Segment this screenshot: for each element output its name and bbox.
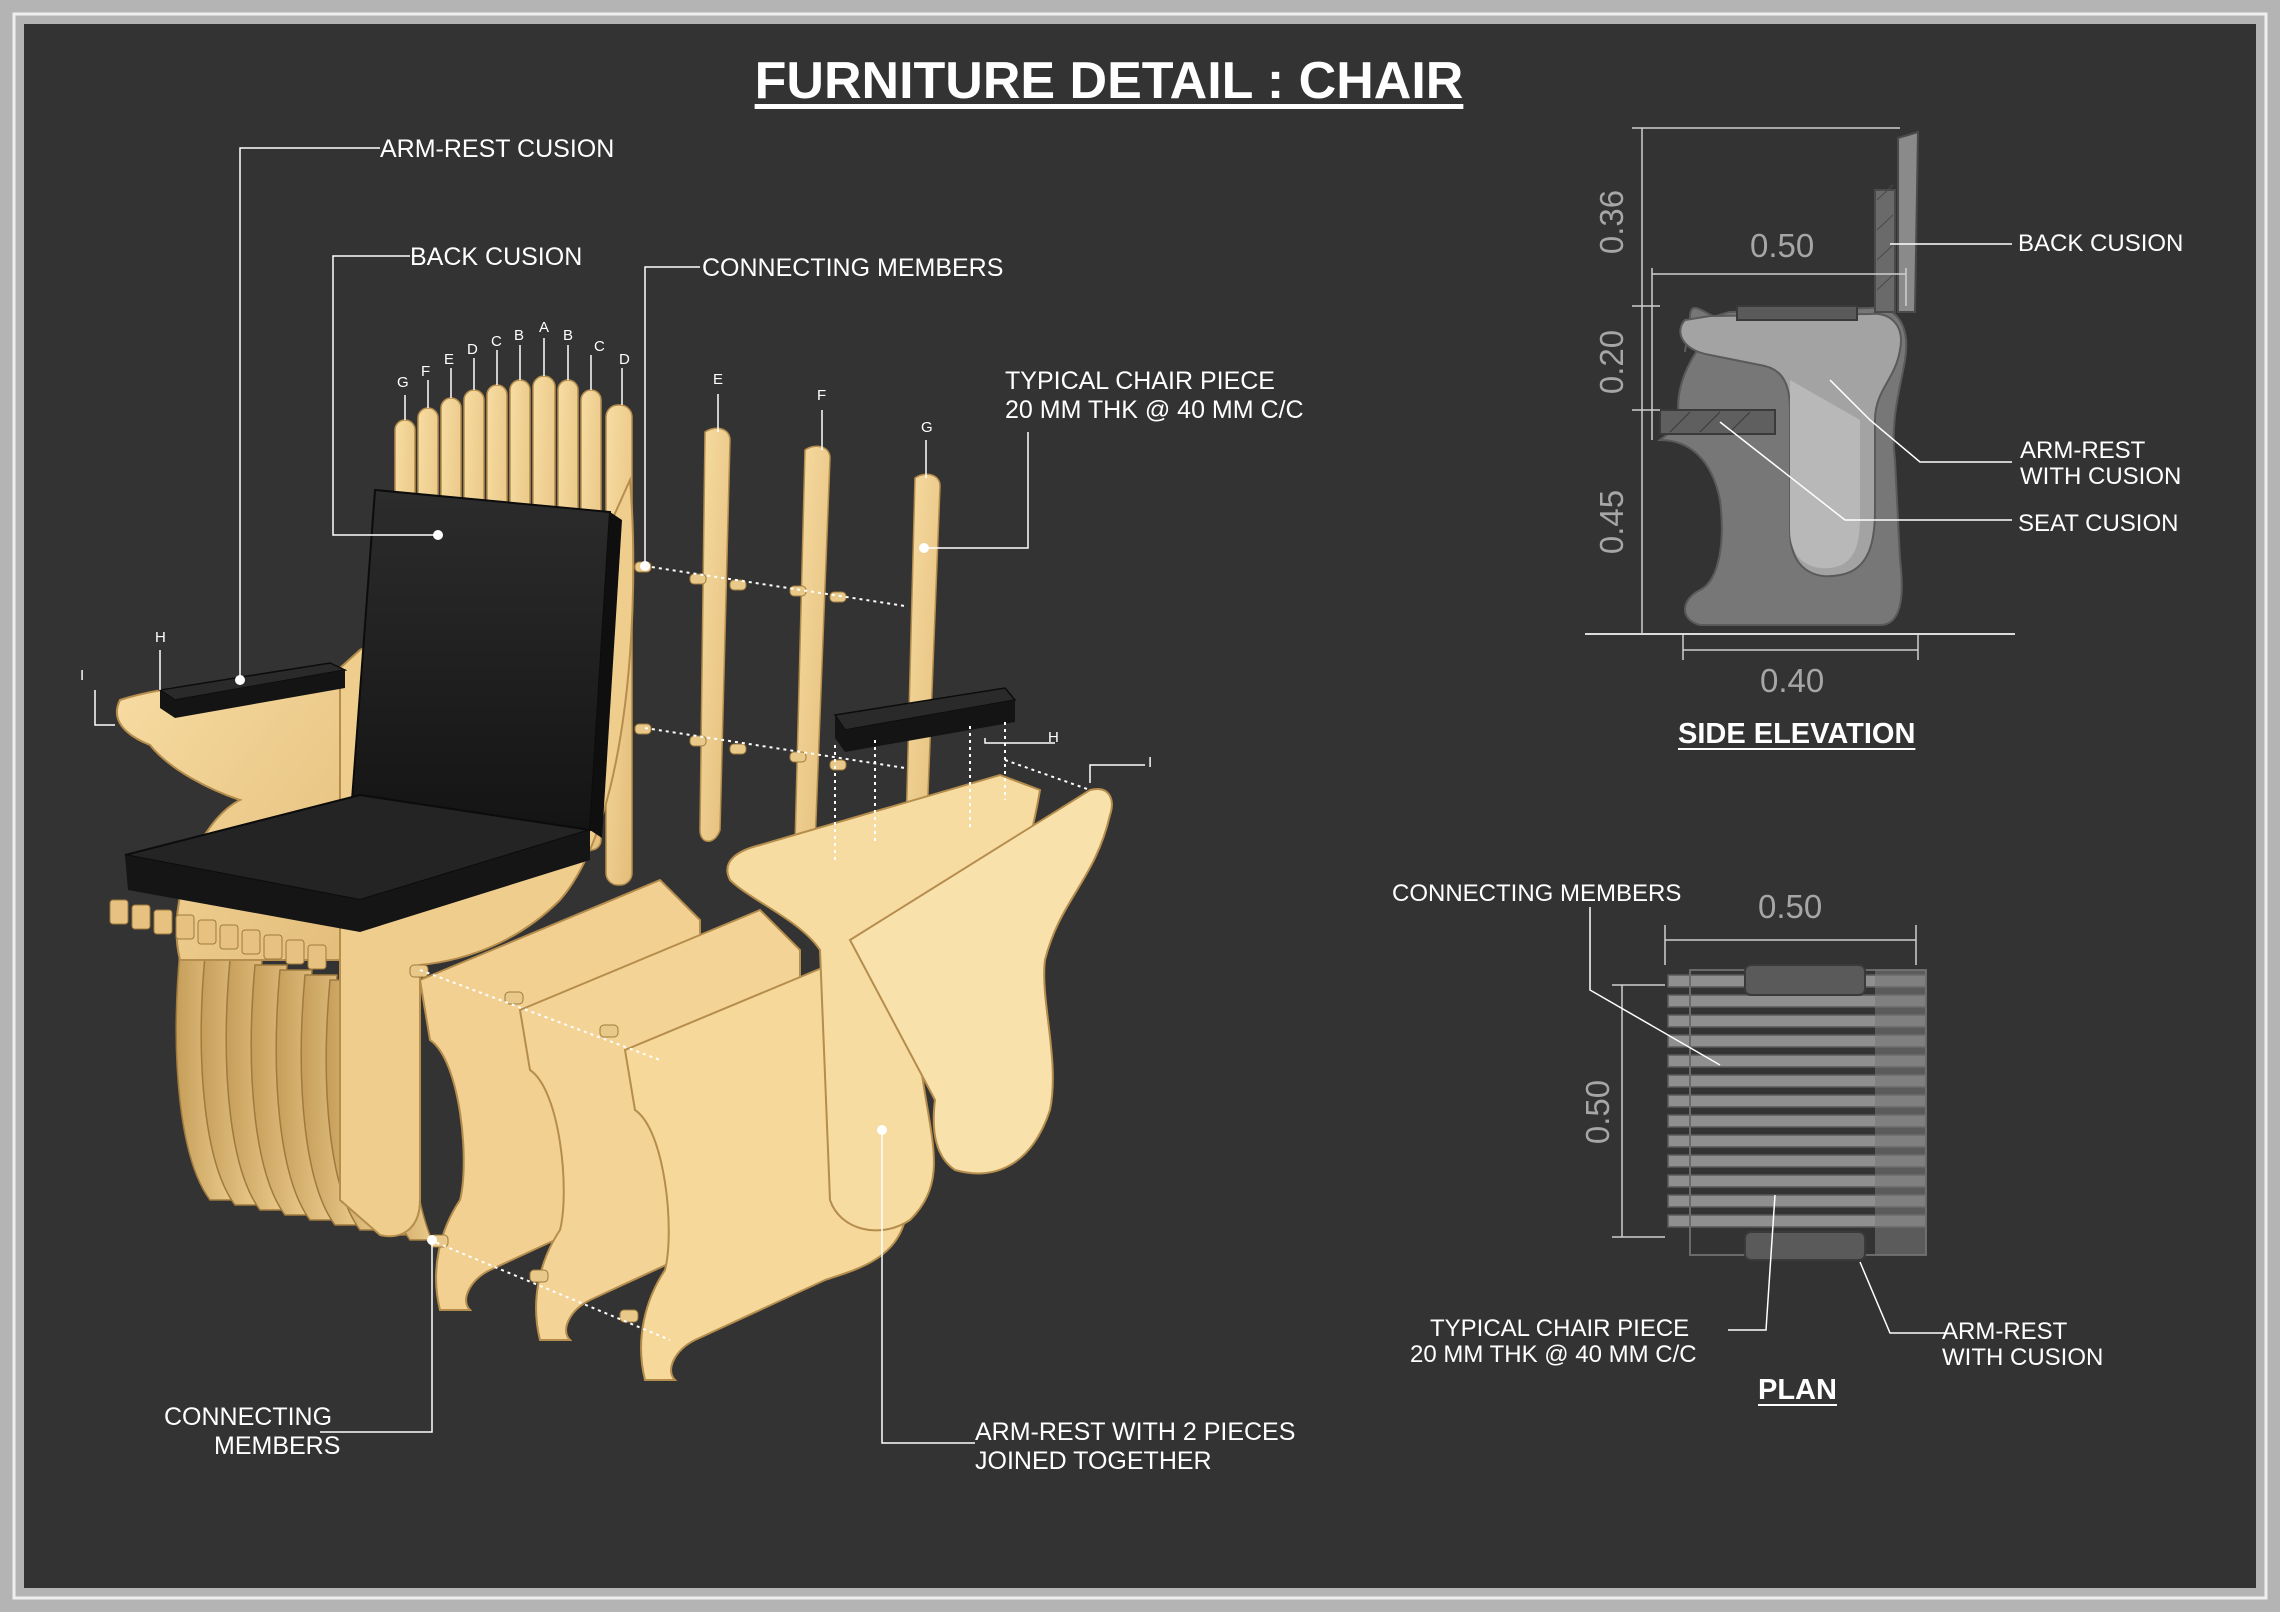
elev-label-seat-cusion: SEAT CUSION — [2018, 510, 2179, 537]
exploded-armrest-pieces — [726, 773, 1113, 1232]
arm-letter: H — [155, 629, 166, 646]
label-arm-rest-cusion: ARM-REST CUSION — [380, 135, 615, 163]
isometric-chair — [94, 147, 1145, 1444]
arm-letter: H — [1048, 729, 1059, 746]
plan-label-typical-piece-1: TYPICAL CHAIR PIECE — [1430, 1315, 1690, 1342]
dim-plan-depth: 0.50 — [1579, 1079, 1617, 1145]
piece-letter: F — [421, 363, 431, 380]
elev-label-back-cusion: BACK CUSION — [2018, 230, 2184, 257]
label-connecting-members-bottom-1: CONNECTING — [164, 1403, 333, 1431]
dim-seat-height: 0.45 — [1593, 489, 1631, 555]
exploded-letter: G — [921, 419, 933, 436]
leader-dots — [235, 530, 929, 1245]
dim-arm-height: 0.20 — [1593, 329, 1631, 395]
page-title: FURNITURE DETAIL : CHAIR — [754, 52, 1464, 110]
leader-lines — [94, 147, 1145, 1444]
dim-plan-width: 0.50 — [1758, 888, 1823, 925]
letter-ticks — [404, 338, 927, 478]
piece-letter: D — [467, 341, 478, 358]
piece-letter: C — [594, 338, 605, 355]
label-arm-rest-pieces-2: JOINED TOGETHER — [975, 1447, 1212, 1475]
label-typical-piece-line2: 20 MM THK @ 40 MM C/C — [1005, 396, 1304, 424]
plan-label-typical-piece-2: 20 MM THK @ 40 MM C/C — [1410, 1341, 1697, 1368]
elev-label-arm-rest-2: WITH CUSION — [2020, 463, 2182, 490]
piece-letter: D — [619, 351, 630, 368]
back-cushion[interactable] — [350, 488, 612, 832]
label-typical-piece-line1: TYPICAL CHAIR PIECE — [1005, 367, 1275, 395]
elev-label-arm-rest-1: ARM-REST — [2020, 437, 2146, 464]
plan-drawing — [1589, 907, 1945, 1334]
plan-label-arm-rest-2: WITH CUSION — [1942, 1344, 2104, 1371]
exploded-letter: E — [713, 371, 724, 388]
arm-letter: I — [80, 667, 85, 684]
label-connecting-members-top: CONNECTING MEMBERS — [702, 254, 1004, 282]
label-connecting-members-bottom-2: MEMBERS — [214, 1432, 341, 1460]
plan-label-arm-rest-1: ARM-REST — [1942, 1318, 2068, 1345]
plan-title: PLAN — [1758, 1374, 1837, 1406]
assembly-lines — [419, 565, 1091, 1341]
dim-base-depth: 0.40 — [1760, 662, 1825, 699]
plan-label-connecting-members: CONNECTING MEMBERS — [1392, 880, 1682, 907]
label-arm-rest-pieces-1: ARM-REST WITH 2 PIECES — [975, 1418, 1296, 1446]
piece-letter: C — [491, 333, 502, 350]
exploded-letter: F — [817, 387, 827, 404]
white-frame-line — [12, 12, 2268, 1600]
dim-back-height: 0.36 — [1593, 189, 1631, 255]
side-elevation-title: SIDE ELEVATION — [1678, 718, 1916, 750]
piece-letter: B — [563, 327, 574, 344]
label-back-cusion: BACK CUSION — [410, 243, 583, 271]
connector-dowels — [409, 561, 847, 1323]
seat-front-slats — [109, 899, 327, 970]
piece-letter: A — [539, 319, 550, 336]
piece-letter: B — [514, 327, 525, 344]
arm-letter: I — [1148, 754, 1153, 771]
dim-depth-top: 0.50 — [1750, 227, 1815, 264]
piece-letter: G — [397, 374, 409, 391]
piece-letter: E — [444, 351, 455, 368]
side-elevation-drawing — [1585, 127, 2015, 660]
